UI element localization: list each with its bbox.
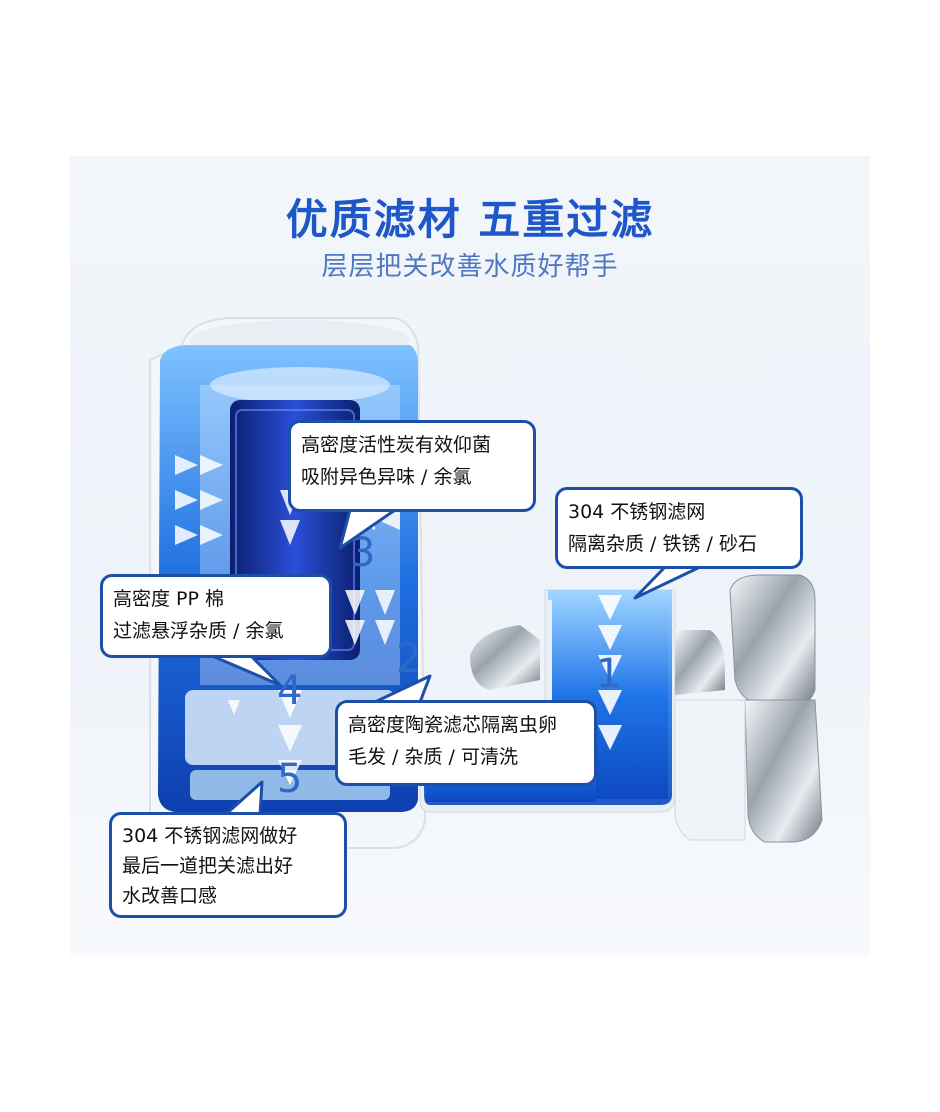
callout-stage-5-line-3: 水改善口感 xyxy=(122,885,218,907)
callout-tail-2 xyxy=(373,674,432,704)
callout-stage-5-line-1: 304 不锈钢滤网做好 xyxy=(122,825,298,847)
callout-stage-1: 304 不锈钢滤网 隔离杂质 / 铁锈 / 砂石 xyxy=(555,487,803,569)
callout-tail-3 xyxy=(338,508,397,550)
callout-stage-4: 高密度 PP 棉 过滤悬浮杂质 / 余氯 xyxy=(100,574,332,658)
headline: 优质滤材 五重过滤 xyxy=(285,195,655,244)
stage-number-1: 1 xyxy=(596,651,622,697)
stage-number-2: 2 xyxy=(396,636,422,682)
callout-stage-2-line-2: 毛发 / 杂质 / 可清洗 xyxy=(348,746,518,768)
callout-stage-5: 304 不锈钢滤网做好 最后一道把关滤出好 水改善口感 xyxy=(109,812,347,918)
stage-number-4: 4 xyxy=(277,668,303,714)
inlet-arrows xyxy=(598,595,622,750)
callout-tail-4 xyxy=(208,653,282,687)
callout-stage-3-line-1: 高密度活性炭有效仰菌 xyxy=(301,434,492,456)
stage-number-5: 5 xyxy=(277,756,303,802)
callout-stage-5-line-2: 最后一道把关滤出好 xyxy=(122,855,294,877)
subheadline: 层层把关改善水质好帮手 xyxy=(321,252,619,282)
faucet xyxy=(470,574,823,843)
callout-stage-1-line-1: 304 不锈钢滤网 xyxy=(568,501,706,523)
callout-stage-4-line-1: 高密度 PP 棉 xyxy=(113,588,224,610)
callout-tail-1 xyxy=(633,565,702,600)
callout-stage-3-line-2: 吸附异色异味 / 余氯 xyxy=(301,466,472,488)
callout-stage-4-line-2: 过滤悬浮杂质 / 余氯 xyxy=(113,620,284,642)
callout-stage-2-line-1: 高密度陶瓷滤芯隔离虫卵 xyxy=(348,714,558,736)
callout-tail-5 xyxy=(223,780,264,817)
callout-stage-1-line-2: 隔离杂质 / 铁锈 / 砂石 xyxy=(568,533,757,555)
callout-stage-2: 高密度陶瓷滤芯隔离虫卵 毛发 / 杂质 / 可清洗 xyxy=(335,700,597,786)
callout-stage-3: 高密度活性炭有效仰菌 吸附异色异味 / 余氯 xyxy=(288,420,536,512)
